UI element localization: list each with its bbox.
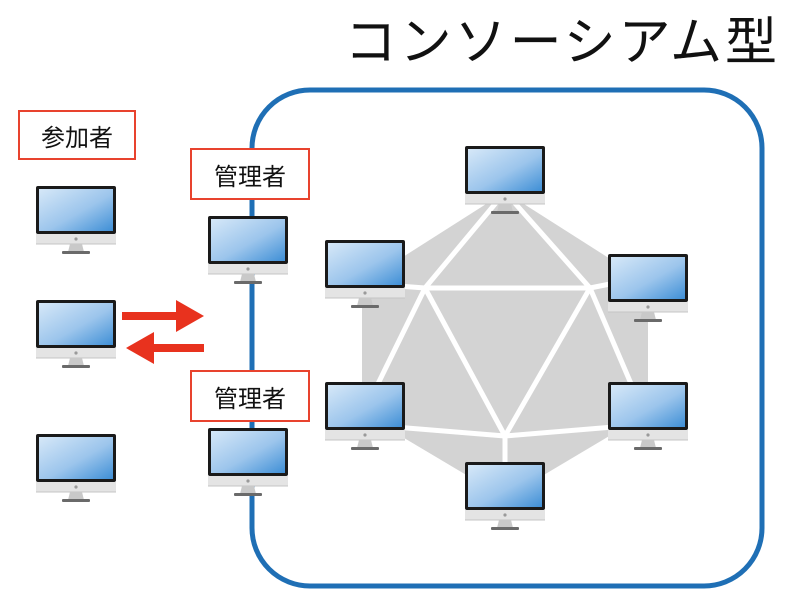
network-computer-icon (465, 462, 545, 530)
network-link (502, 189, 593, 291)
network-computer-icon (325, 382, 405, 450)
admin-computer-icon (208, 428, 288, 496)
network-computer-icon (608, 254, 688, 322)
participant-label: 参加者 (18, 110, 136, 160)
admin-label-bottom: 管理者 (190, 370, 310, 422)
network-link (367, 285, 428, 403)
admin-label-top: 管理者 (190, 148, 310, 200)
network-computer-icon (608, 382, 688, 450)
network-computer-icon (465, 146, 545, 214)
network-link (422, 285, 508, 439)
diagram-title: コンソーシアム型 (344, 13, 780, 73)
network-link (422, 189, 508, 291)
node-network (362, 189, 648, 498)
network-area (362, 192, 648, 498)
participant-computer-icon (36, 186, 116, 254)
admin-computer-icon (208, 216, 288, 284)
participant-computer-icon (36, 434, 116, 502)
consortium-boundary (249, 87, 765, 589)
participant-computer-icon (36, 300, 116, 368)
network-link (587, 285, 641, 403)
arrow-right-icon (122, 300, 204, 332)
network-link (502, 285, 593, 439)
network-computer-icon (325, 240, 405, 308)
arrow-left-icon (126, 332, 204, 364)
